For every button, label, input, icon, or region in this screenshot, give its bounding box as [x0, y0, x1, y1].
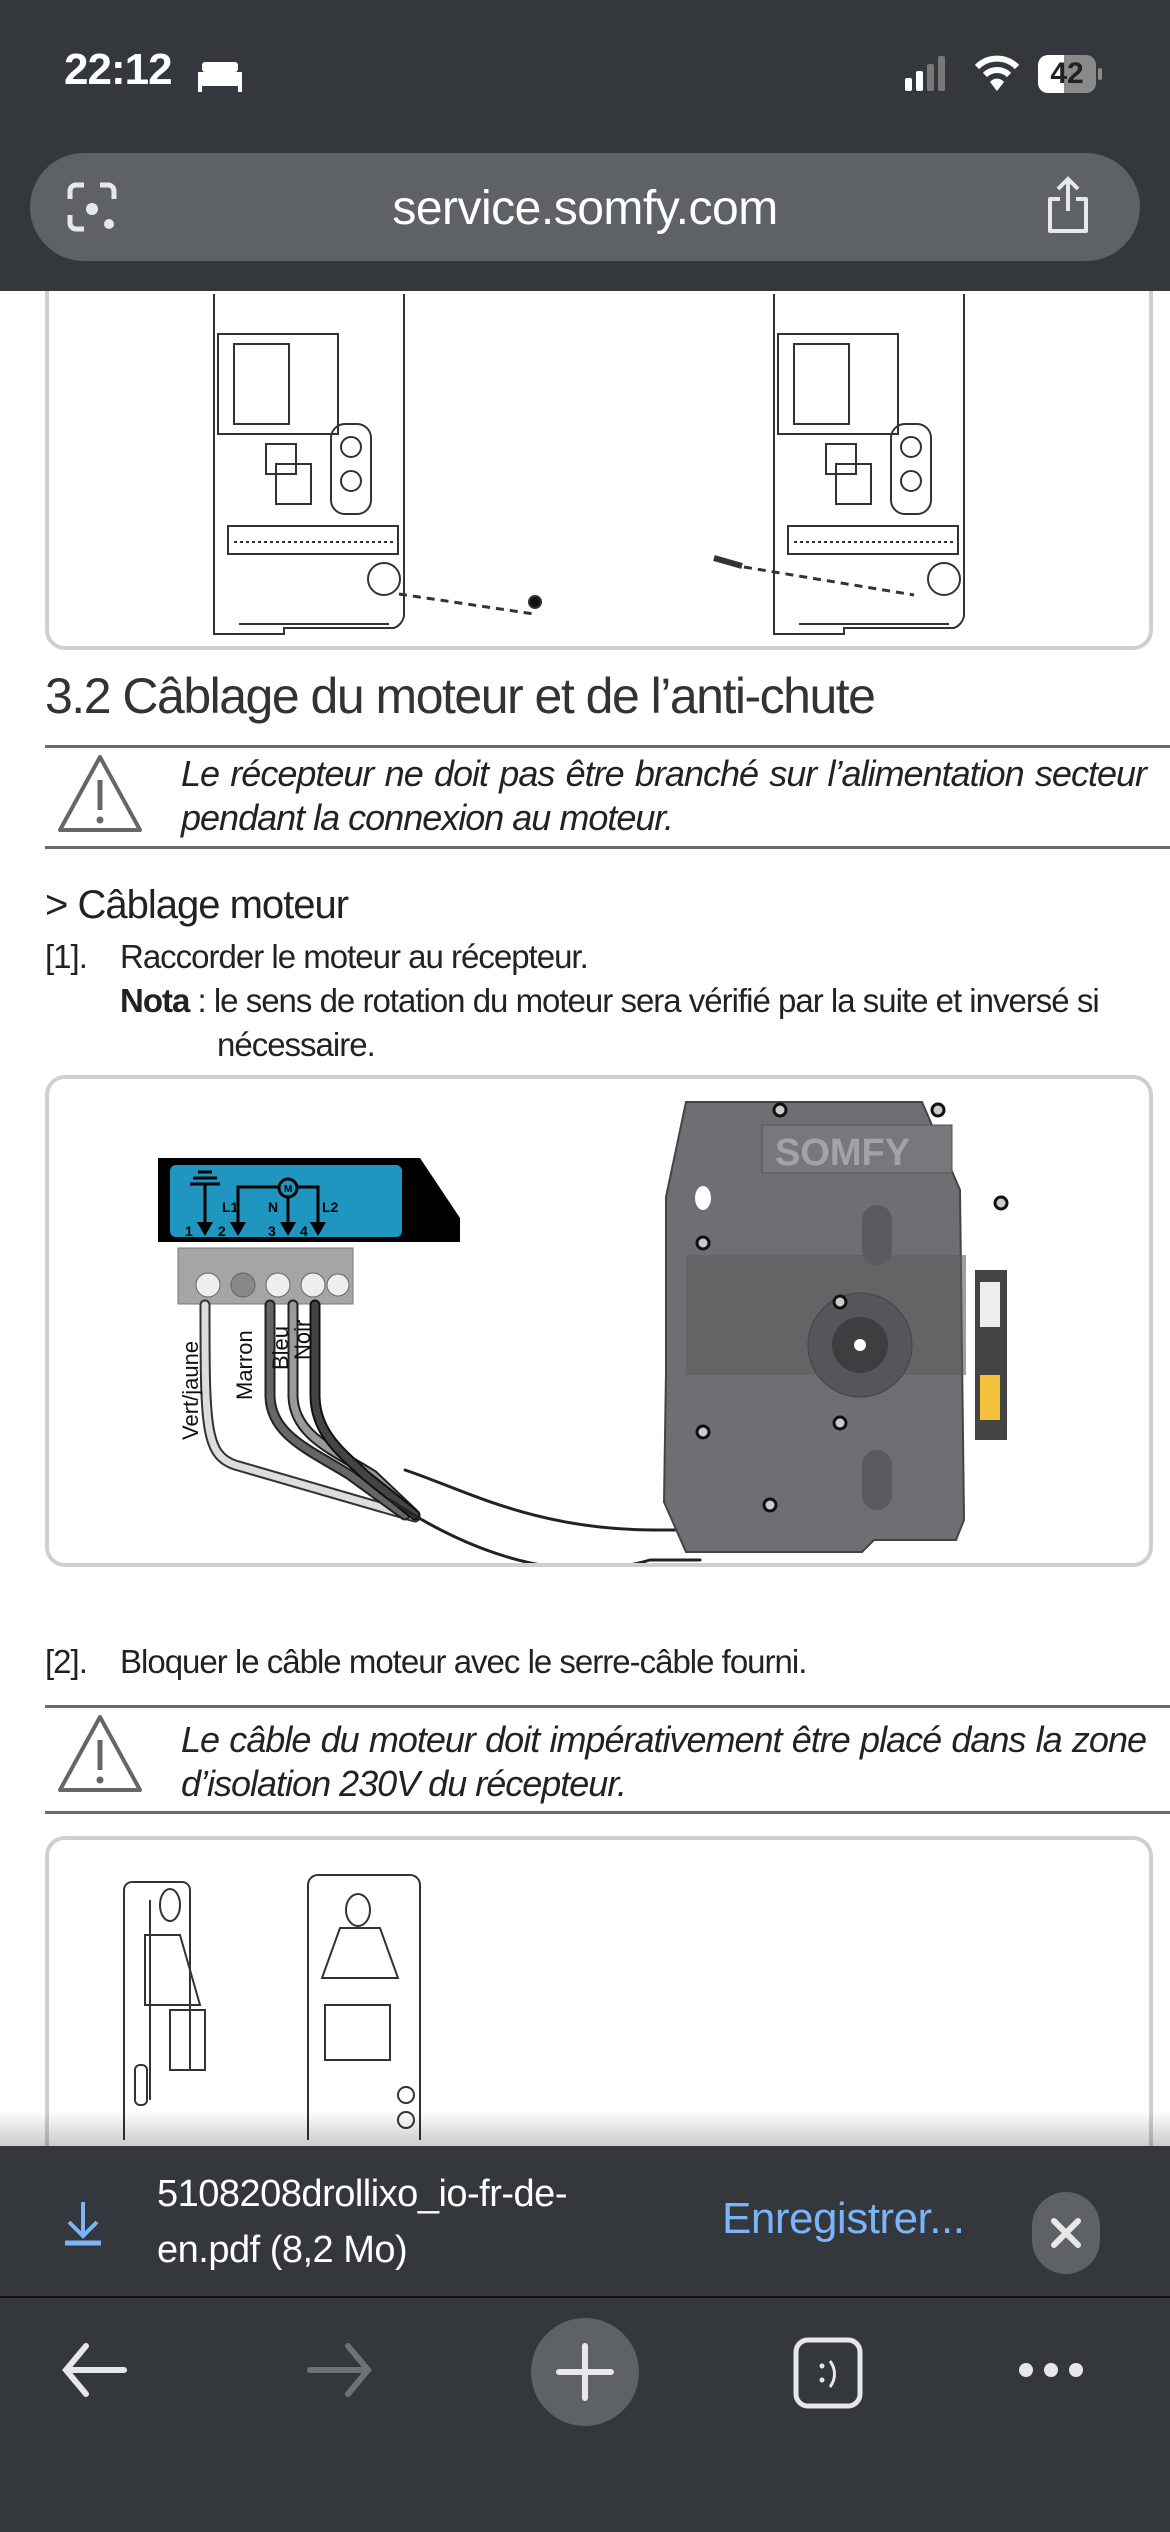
motor-symbol-label: M [284, 1184, 292, 1195]
more-menu-icon[interactable] [1016, 2358, 1086, 2382]
download-filename: 5108208drollixo_io-fr-de-en.pdf (8,2 Mo) [157, 2166, 567, 2278]
forward-arrow-icon[interactable] [302, 2340, 376, 2400]
back-arrow-icon[interactable] [58, 2340, 132, 2400]
warning-text-line-1: Le câble du moteur doit impérativement ê… [181, 1719, 1147, 1760]
save-button[interactable]: Enregistrer... [722, 2194, 965, 2243]
receiver-illustration [213, 294, 965, 635]
receiver-fixing-diagram [45, 250, 1153, 650]
wire-labels: Vert/jaune Marron Bleu Noir [178, 1320, 315, 1440]
google-lens-icon[interactable] [66, 181, 118, 233]
status-time: 22:12 [64, 45, 173, 94]
step-number: [1]. [45, 938, 88, 975]
divider [45, 846, 1170, 849]
wire-label-green-yellow: Vert/jaune [178, 1341, 203, 1440]
close-icon [1051, 2218, 1081, 2248]
divider [45, 1811, 1170, 1814]
wire-label-brown: Marron [232, 1330, 257, 1400]
warning-text-line-2: pendant la connexion au moteur. [181, 797, 674, 838]
section-title: 3.2 Câblage du moteur et de l’anti-chute [45, 668, 876, 724]
phase-label: N [268, 1199, 278, 1215]
terminal-block [177, 1247, 354, 1305]
terminal-label-panel: 1 2 3 4 L1 N L2 M [158, 1158, 460, 1242]
shadow [0, 2110, 1170, 2146]
terminal-number: 4 [300, 1223, 308, 1239]
phase-label: L1 [222, 1199, 239, 1215]
sleep-bed-icon [198, 62, 242, 92]
filename-line-1: 5108208drollixo_io-fr-de- [157, 2173, 567, 2215]
nota-text: : le sens de rotation du moteur sera vér… [189, 982, 1100, 1019]
share-icon[interactable] [1043, 175, 1093, 235]
subsection-title: > Câblage moteur [45, 883, 349, 927]
warning-triangle-icon [58, 755, 142, 832]
wire-label-blue: Bleu [268, 1326, 293, 1370]
somfy-logo: SOMFY [775, 1132, 910, 1174]
receiver-side-and-front-illustration [123, 1874, 421, 2140]
plus-icon [556, 2343, 614, 2401]
warning-text-line-1: Le récepteur ne doit pas être branché su… [181, 753, 1147, 794]
motor-cable [199, 1299, 702, 1571]
browser-top-bar: 22:12 42 service.somfy.com [0, 0, 1170, 291]
step-text: Bloquer le câble moteur avec le serre-câ… [120, 1643, 807, 1680]
new-tab-button[interactable] [531, 2318, 639, 2426]
download-bar: 5108208drollixo_io-fr-de-en.pdf (8,2 Mo)… [0, 2146, 1170, 2296]
terminal-number: 2 [218, 1223, 226, 1239]
url-text[interactable]: service.somfy.com [392, 182, 778, 235]
terminal-number: 3 [268, 1223, 276, 1239]
browser-toolbar [0, 2296, 1170, 2532]
nota-label: Nota [120, 982, 190, 1019]
receiver-front-view [307, 1874, 421, 2140]
nota-text-continued: nécessaire. [217, 1026, 376, 1063]
receiver-left [213, 294, 542, 635]
wifi-icon [975, 55, 1019, 91]
wire-label-black: Noir [290, 1320, 315, 1360]
motor-head: SOMFY [662, 1101, 1022, 1553]
close-download-button[interactable] [1032, 2192, 1100, 2274]
wiring-illustration: 1 2 3 4 L1 N L2 M Vert/jaune Marron Bleu [158, 1101, 1022, 1571]
cellular-signal-icon [905, 56, 945, 91]
motor-wiring-diagram: 1 2 3 4 L1 N L2 M Vert/jaune Marron Bleu [45, 1075, 1153, 1571]
tab-switcher-icon[interactable] [792, 2336, 864, 2410]
receiver-right [713, 294, 965, 635]
receiver-side-view [123, 1881, 206, 2140]
divider [45, 1705, 1170, 1708]
terminal-number: 1 [185, 1223, 193, 1239]
phase-label: L2 [322, 1199, 339, 1215]
filename-line-2: en.pdf (8,2 Mo) [157, 2229, 408, 2271]
step-text: Raccorder le moteur au récepteur. [120, 938, 589, 975]
download-icon [65, 2202, 101, 2246]
battery-indicator: 42 [1038, 55, 1096, 93]
nota-line: Nota : le sens de rotation du moteur ser… [120, 982, 1100, 1020]
warning-text-line-2: d’isolation 230V du récepteur. [181, 1763, 627, 1804]
battery-tip [1098, 68, 1102, 80]
address-bar[interactable]: service.somfy.com [30, 153, 1140, 261]
divider [45, 745, 1170, 748]
warning-triangle-icon [58, 1715, 142, 1792]
step-number: [2]. [45, 1643, 88, 1680]
